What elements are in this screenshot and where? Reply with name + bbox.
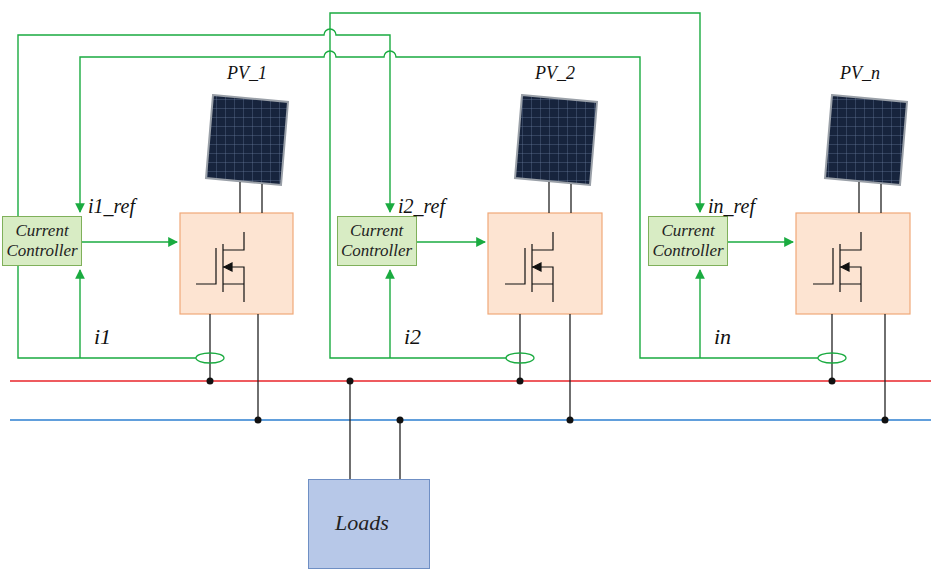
signal-name: i1_ref bbox=[88, 196, 135, 216]
node-text: Current Controller bbox=[652, 221, 723, 260]
node-text: Loads bbox=[335, 510, 389, 536]
signal-name: in bbox=[714, 326, 731, 348]
controller-box: Current Controller bbox=[648, 216, 728, 266]
pv-panels bbox=[206, 95, 907, 185]
signal-wire bbox=[389, 270, 390, 358]
signal-wire bbox=[412, 241, 485, 242]
signal-name: i2_ref bbox=[398, 196, 445, 216]
converter-leads bbox=[210, 314, 885, 420]
signal-wire bbox=[699, 270, 700, 358]
signal-wire bbox=[80, 51, 818, 358]
signal-name: in_ref bbox=[708, 196, 755, 216]
positive-bus bbox=[10, 380, 931, 382]
mosfet-symbols bbox=[196, 232, 861, 302]
controller-box: Current Controller bbox=[2, 216, 82, 266]
pv-label: PV_n bbox=[840, 64, 880, 82]
signal-wires bbox=[18, 13, 818, 358]
signal-wire bbox=[330, 13, 700, 358]
junction-dots bbox=[207, 378, 889, 424]
load-leads bbox=[350, 381, 400, 479]
signal-name: i2 bbox=[404, 326, 421, 348]
negative-bus bbox=[10, 419, 931, 421]
signal-wire bbox=[723, 241, 793, 242]
loads-box: Loads bbox=[308, 479, 430, 569]
signal-name: i1 bbox=[94, 326, 111, 348]
node-text: Current Controller bbox=[6, 221, 77, 260]
converter-boxes bbox=[180, 213, 910, 314]
signal-wire bbox=[79, 270, 80, 358]
signal-wire bbox=[18, 29, 390, 358]
pv-leads bbox=[240, 182, 881, 213]
signal-wire bbox=[75, 241, 177, 242]
node-text: Current Controller bbox=[341, 221, 412, 260]
controller-box: Current Controller bbox=[337, 216, 417, 266]
pv-label: PV_2 bbox=[535, 64, 575, 82]
pv-label: PV_1 bbox=[227, 64, 267, 82]
